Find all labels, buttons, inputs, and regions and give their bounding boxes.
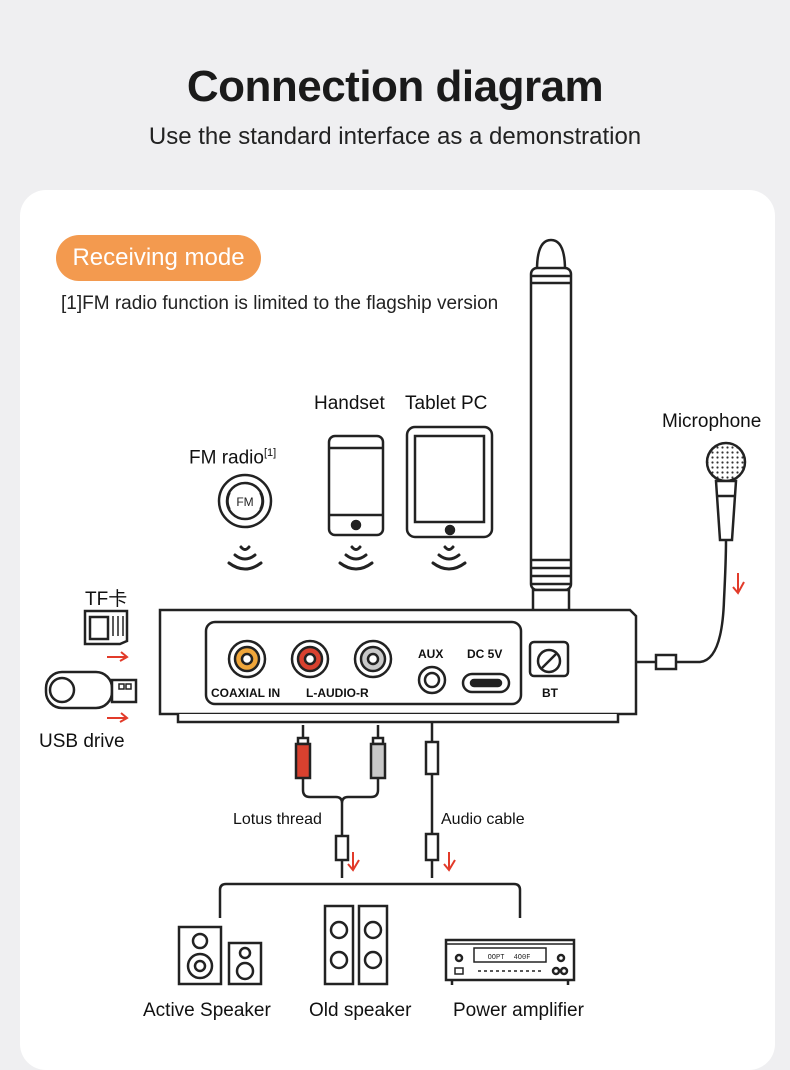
signal-icon-fm <box>227 545 263 571</box>
tf-card-icon <box>83 609 129 646</box>
footnote-text: FM radio function is limited to the flag… <box>82 293 499 314</box>
fm-radio-marker: [1] <box>263 447 277 459</box>
usb-arrow-icon <box>107 712 129 723</box>
mic-arrow-icon <box>732 573 745 595</box>
port-label-coaxial: COAXIAL IN <box>211 686 281 700</box>
old-speaker-icon <box>323 904 389 986</box>
handset-icon <box>327 434 385 537</box>
audio-l-jack-icon <box>290 639 330 679</box>
signal-icon-tablet <box>431 545 467 571</box>
footnote: [1]FM radio function is limited to the f… <box>61 293 498 315</box>
active-speaker-label: Active Speaker <box>143 1000 271 1021</box>
footnote-marker: [1] <box>61 293 83 314</box>
page-subtitle: Use the standard interface as a demonstr… <box>148 123 642 150</box>
port-label-bt: BT <box>542 686 558 700</box>
fm-radio-icon <box>217 473 273 529</box>
tf-card-label: TF卡 <box>85 589 128 610</box>
active-speaker-icon <box>177 925 263 986</box>
lotus-arrow-icon <box>347 852 360 872</box>
power-amplifier-label: Power amplifier <box>453 1000 584 1021</box>
fm-radio-label-text: FM radio <box>189 447 264 469</box>
port-label-dc: DC 5V <box>467 647 503 661</box>
handset-label: Handset <box>314 393 385 414</box>
amp-display-left: OOPT <box>488 954 505 962</box>
lotus-cable-icon <box>294 725 387 878</box>
tablet-label: Tablet PC <box>405 393 488 414</box>
coaxial-jack-icon <box>227 639 267 679</box>
signal-icon-handset <box>338 545 374 571</box>
tablet-icon <box>405 425 494 539</box>
microphone-icon <box>636 441 747 671</box>
output-bracket <box>218 882 522 918</box>
page-title: Connection diagram <box>186 62 604 111</box>
antenna-connector-icon <box>536 648 562 674</box>
aux-jack-icon <box>417 665 447 695</box>
port-label-l-audio-r: L-AUDIO-R <box>306 686 369 700</box>
receiver-device <box>158 608 638 724</box>
dc-port-icon <box>461 672 511 694</box>
microphone-label: Microphone <box>662 411 762 432</box>
fm-logo-text: FM <box>236 495 253 509</box>
tf-arrow-icon <box>107 651 129 662</box>
usb-drive-label: USB drive <box>39 731 125 752</box>
fm-radio-label: FM radio[1] <box>189 447 276 469</box>
old-speaker-label: Old speaker <box>309 1000 412 1021</box>
usb-drive-icon <box>44 670 138 710</box>
audio-cable-label: Audio cable <box>441 811 525 828</box>
audio-arrow-icon <box>443 852 456 872</box>
audio-cable-icon <box>424 722 440 878</box>
power-amplifier-icon <box>444 938 576 985</box>
antenna-icon <box>529 238 573 644</box>
receiving-mode-badge: Receiving mode <box>56 235 261 281</box>
lotus-cable-label: Lotus thread <box>233 811 322 828</box>
amp-display-right: 4O0F <box>514 954 531 962</box>
audio-r-jack-icon <box>353 639 393 679</box>
port-label-aux: AUX <box>418 647 444 661</box>
